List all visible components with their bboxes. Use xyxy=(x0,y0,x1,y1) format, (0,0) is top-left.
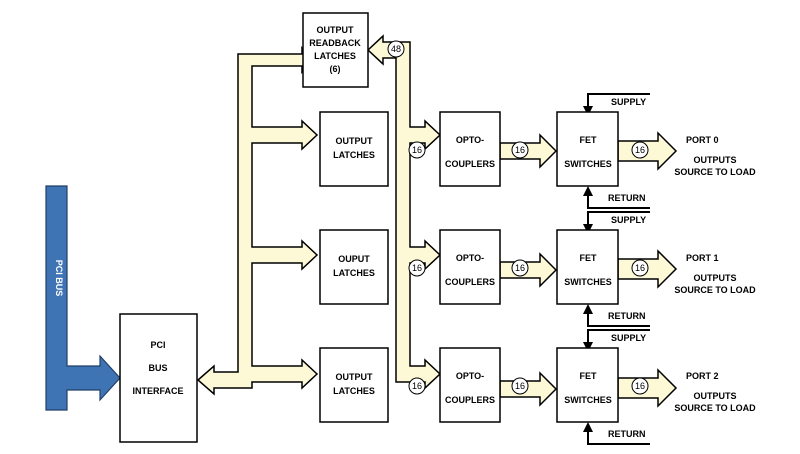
outputs-line2: SOURCE TO LOAD xyxy=(674,403,756,413)
bus-width-badge-opto: 16 xyxy=(511,259,529,277)
svg-text:16: 16 xyxy=(635,263,645,273)
opto-couplers-block: OPTO- COUPLERS xyxy=(439,347,501,423)
svg-text:16: 16 xyxy=(635,145,645,155)
bus-width-badge-48: 48 xyxy=(387,40,405,58)
fet-line2: SWITCHES xyxy=(564,159,612,169)
fet-line2: SWITCHES xyxy=(564,395,612,405)
opto-line2: COUPLERS xyxy=(445,395,495,405)
bus-width-badge-fet: 16 xyxy=(631,141,649,159)
output-latches-block: OUTPUT LATCHES xyxy=(319,347,389,423)
port-rows: OUTPUT LATCHES OPTO- COUPLERS FET SWITCHES 16 1… xyxy=(319,97,756,439)
outputs-line1: OUTPUTS xyxy=(693,391,736,401)
outputs-line2: SOURCE TO LOAD xyxy=(674,167,756,177)
opto-couplers-block: OPTO- COUPLERS xyxy=(439,111,501,187)
pci-interface-line2: BUS xyxy=(148,363,167,373)
svg-text:48: 48 xyxy=(391,44,401,54)
opto-line2: COUPLERS xyxy=(445,277,495,287)
port-row-1: OUPUT LATCHES OPTO- COUPLERS FET SWITCHES 16 16… xyxy=(319,215,756,321)
return-label: RETURN xyxy=(608,429,646,439)
bus-width-badge-latch: 16 xyxy=(408,141,426,159)
opto-line1: OPTO- xyxy=(456,135,484,145)
readback-bus xyxy=(366,34,442,390)
internal-bus xyxy=(196,45,319,396)
opto-line2: COUPLERS xyxy=(445,159,495,169)
bus-width-badge-fet: 16 xyxy=(631,259,649,277)
latch-line1: OUTPUT xyxy=(336,136,374,146)
return-label: RETURN xyxy=(608,311,646,321)
readback-latches-block: OUTPUT READBACK LATCHES (6) xyxy=(302,12,369,88)
latch-line2: LATCHES xyxy=(333,386,375,396)
output-latches-block: OUPUT LATCHES xyxy=(319,229,389,305)
svg-text:16: 16 xyxy=(412,381,422,391)
supply-label: SUPPLY xyxy=(611,97,646,107)
readback-line3: LATCHES xyxy=(314,51,356,61)
svg-text:16: 16 xyxy=(412,145,422,155)
outputs-line1: OUTPUTS xyxy=(693,273,736,283)
port-label: PORT 2 xyxy=(686,371,719,381)
opto-line1: OPTO- xyxy=(456,371,484,381)
fet-switches-block: FET SWITCHES xyxy=(556,111,619,187)
pci-interface-line1: PCI xyxy=(150,340,165,350)
bus-width-badge-latch: 16 xyxy=(408,259,426,277)
opto-couplers-block: OPTO- COUPLERS xyxy=(439,229,501,305)
pci-interface-line3: INTERFACE xyxy=(132,386,183,396)
fet-switches-block: FET SWITCHES xyxy=(556,229,619,305)
readback-line1: OUTPUT xyxy=(317,25,355,35)
readback-line4: (6) xyxy=(330,64,341,74)
power-lines xyxy=(583,93,650,445)
pci-bus-interface-block: PCI BUS INTERFACE xyxy=(119,313,198,443)
return-label: RETURN xyxy=(608,193,646,203)
readback-line2: READBACK xyxy=(309,38,361,48)
supply-label: SUPPLY xyxy=(611,333,646,343)
port-label: PORT 0 xyxy=(686,135,719,145)
output-latches-block: OUTPUT LATCHES xyxy=(319,111,389,187)
opto-line1: OPTO- xyxy=(456,253,484,263)
svg-text:16: 16 xyxy=(635,381,645,391)
outputs-line1: OUTPUTS xyxy=(693,155,736,165)
svg-text:16: 16 xyxy=(412,263,422,273)
svg-text:16: 16 xyxy=(515,381,525,391)
pci-bus-label: PCI BUS xyxy=(54,260,64,297)
fet-line1: FET xyxy=(580,371,598,381)
fet-line1: FET xyxy=(580,253,598,263)
pci-bus-arrow xyxy=(45,185,121,411)
bus-width-badge-fet: 16 xyxy=(631,377,649,395)
supply-label: SUPPLY xyxy=(611,215,646,225)
latch-line2: LATCHES xyxy=(333,150,375,160)
latch-line2: LATCHES xyxy=(333,268,375,278)
bus-width-badge-opto: 16 xyxy=(511,377,529,395)
latch-line1: OUTPUT xyxy=(336,372,374,382)
bus-width-badge-latch: 16 xyxy=(408,377,426,395)
port-row-0: OUTPUT LATCHES OPTO- COUPLERS FET SWITCHES 16 1… xyxy=(319,97,756,203)
fet-switches-block: FET SWITCHES xyxy=(556,347,619,423)
bus-width-badge-opto: 16 xyxy=(511,141,529,159)
port-label: PORT 1 xyxy=(686,253,719,263)
port-row-2: OUTPUT LATCHES OPTO- COUPLERS FET SWITCHES 16 1… xyxy=(319,333,756,439)
svg-text:16: 16 xyxy=(515,263,525,273)
svg-text:16: 16 xyxy=(515,145,525,155)
fet-line1: FET xyxy=(580,135,598,145)
latch-line1: OUPUT xyxy=(338,254,370,264)
outputs-line2: SOURCE TO LOAD xyxy=(674,285,756,295)
fet-line2: SWITCHES xyxy=(564,277,612,287)
